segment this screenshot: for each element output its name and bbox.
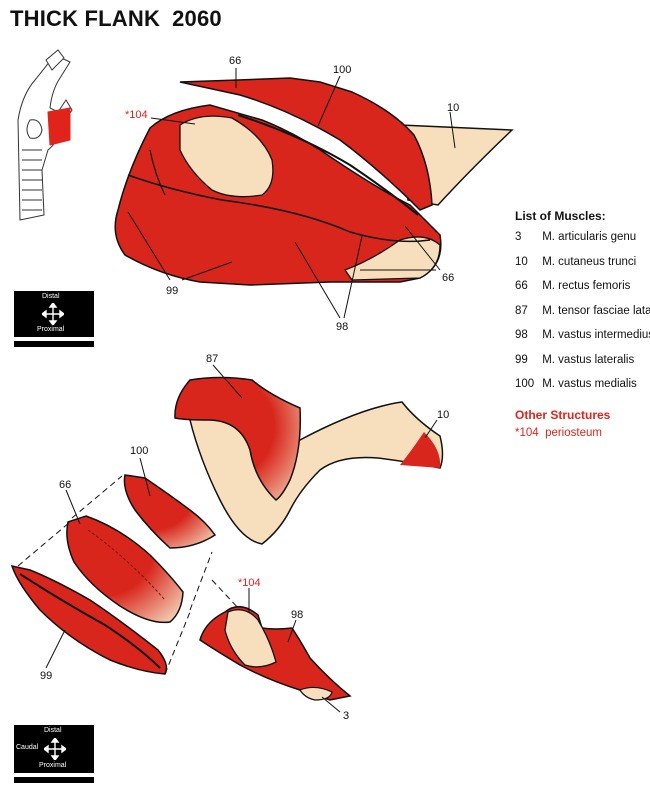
top-muscle-seam-2 — [127, 174, 431, 243]
carcass-locator-sketch — [17, 49, 73, 221]
orientation-compass-top: Distal Proximal — [14, 291, 94, 337]
four-way-arrow-icon — [44, 738, 66, 760]
muscle-98-bottom — [199, 606, 352, 701]
top-muscle-seam-3 — [149, 149, 166, 196]
label-98-bottom: 98 — [291, 609, 303, 621]
label-98-top: 98 — [336, 321, 348, 333]
bottom-leader-lines — [45, 364, 438, 713]
legend-name: M. vastus medialis — [542, 378, 637, 390]
legend-item: 99 M. vastus lateralis — [515, 354, 645, 379]
label-66-top-b: 66 — [442, 272, 454, 284]
label-66-top-a: 66 — [229, 55, 241, 67]
muscle-legend: List of Muscles: 3 M. articularis genu 1… — [515, 209, 650, 439]
title-code: 2060 — [172, 6, 222, 31]
label-99-top: 99 — [166, 285, 178, 297]
legend-name: M. tensor fasciae latae — [542, 304, 650, 317]
title-text: THICK FLANK — [10, 6, 161, 31]
other-name: periosteum — [545, 426, 602, 439]
other-num: *104 — [515, 426, 539, 439]
legend-name: M. vastus lateralis — [542, 353, 635, 366]
orientation-compass-bottom: Distal Caudal Proximal — [14, 725, 94, 773]
legend-num: 10 — [515, 255, 528, 268]
muscle-66-bottom — [66, 515, 184, 624]
muscle-3-bottom — [299, 686, 333, 701]
label-100-bottom: 100 — [130, 445, 148, 457]
label-3-bottom: 3 — [343, 710, 349, 722]
legend-item: 10 M. cutaneus trunci — [515, 256, 645, 281]
legend-num: 98 — [515, 329, 528, 341]
compass-proximal-label: Proximal — [39, 762, 67, 769]
periosteum-104-top — [179, 115, 274, 198]
label-10-bottom: 10 — [437, 409, 449, 421]
legend-item: 3 M. articularis genu — [515, 231, 645, 256]
periosteum-104-bottom — [224, 609, 277, 668]
other-structure-item: *104 periosteum — [515, 427, 645, 439]
label-104-top: *104 — [125, 109, 148, 121]
muscle-100-bottom — [123, 474, 217, 549]
muscle-10-red-tip — [400, 432, 441, 468]
muscle-99-seam — [19, 573, 161, 669]
page-title: THICK FLANK 2060 — [10, 6, 222, 32]
scale-bar-bottom — [14, 777, 94, 783]
compass-distal-label: Distal — [44, 727, 62, 734]
compass-caudal-label: Caudal — [16, 744, 39, 751]
muscle-66-100-top — [179, 77, 433, 211]
legend-num: 87 — [515, 304, 528, 317]
legend-item: 98 M. vastus intermedius — [515, 329, 650, 354]
legend-name: M. vastus intermedius — [542, 329, 650, 341]
other-structures-heading: Other Structures — [515, 407, 611, 422]
legend-heading: List of Muscles: — [515, 209, 606, 223]
exploded-thick-flank — [10, 376, 444, 701]
scale-bar-top — [14, 341, 94, 347]
label-66-bottom: 66 — [59, 479, 71, 491]
label-100-top: 100 — [333, 64, 351, 76]
compass-distal-label: Distal — [42, 293, 60, 300]
legend-item: 87 M. tensor fasciae latae — [515, 304, 650, 330]
muscle-66-seam — [87, 529, 166, 601]
legend-name: M. articularis genu — [542, 231, 637, 243]
label-104-bottom: *104 — [238, 577, 261, 589]
legend-name: M. cutaneus trunci — [542, 255, 637, 268]
legend-num: 3 — [515, 231, 522, 243]
compass-proximal-label: Proximal — [37, 326, 65, 333]
legend-item: 66 M. rectus femoris — [515, 280, 645, 305]
top-leader-lines — [127, 68, 456, 319]
assembled-thick-flank — [114, 77, 514, 286]
label-87-bottom: 87 — [206, 353, 218, 365]
legend-num: 99 — [515, 353, 528, 366]
four-way-arrow-icon — [42, 303, 64, 325]
muscle-87-bottom — [174, 376, 302, 501]
legend-num: 66 — [515, 280, 528, 292]
top-muscle-seam-1 — [237, 114, 419, 216]
legend-name: M. rectus femoris — [542, 280, 631, 292]
muscle-66-fat-top — [343, 236, 441, 281]
label-99-bottom: 99 — [40, 670, 52, 682]
legend-num: 100 — [515, 378, 535, 390]
explode-guide-lines — [17, 475, 241, 675]
label-10-top: 10 — [447, 102, 459, 114]
legend-item: 100 M. vastus medialis — [515, 378, 645, 403]
